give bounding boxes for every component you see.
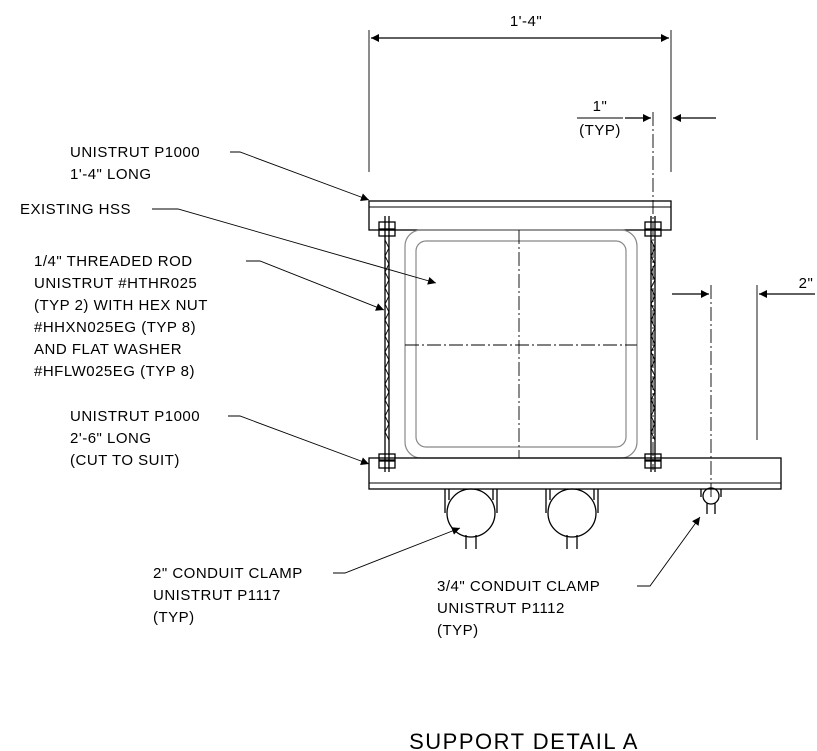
callout-text: (TYP) <box>437 622 479 639</box>
callout-top-strut: UNISTRUT P1000 1'-4" LONG <box>70 144 370 201</box>
leader-line <box>637 516 701 587</box>
hex-nut <box>378 221 396 230</box>
callout-text: UNISTRUT P1000 <box>70 144 200 161</box>
clamp-offset-label: 2" <box>799 275 814 292</box>
detail-title: SUPPORT DETAIL A <box>409 729 639 751</box>
leader-line <box>152 208 437 285</box>
rod-offset-label: 1" <box>593 98 608 115</box>
callout-text: UNISTRUT P1112 <box>437 600 565 617</box>
callout-hss: EXISTING HSS <box>20 201 437 285</box>
callout-text: 2" CONDUIT CLAMP <box>153 565 303 582</box>
leader-line <box>228 415 370 465</box>
callout-text: #HFLW025EG (TYP 8) <box>34 363 195 380</box>
hex-nut <box>644 453 662 461</box>
callout-text: (TYP) <box>153 609 195 626</box>
callout-text: (CUT TO SUIT) <box>70 452 180 469</box>
bottom-strut <box>368 457 782 490</box>
threaded-rod-right <box>644 216 662 472</box>
callout-text: UNISTRUT #HTHR025 <box>34 275 197 292</box>
callout-threaded-rod: 1/4" THREADED ROD UNISTRUT #HTHR025 (TYP… <box>34 253 385 380</box>
hex-nut <box>644 221 662 230</box>
callout-text: UNISTRUT P1117 <box>153 587 281 604</box>
hex-nut <box>378 453 396 461</box>
callout-text: (TYP 2) WITH HEX NUT <box>34 297 208 314</box>
existing-hss <box>404 229 638 459</box>
rod-offset-dimension: 1" (TYP) <box>577 98 716 470</box>
hex-nut <box>378 460 396 469</box>
overall-width-dimension: 1'-4" <box>368 13 672 172</box>
leader-line <box>246 260 385 311</box>
callout-text: AND FLAT WASHER <box>34 341 182 358</box>
conduit-clamp-3-4in <box>700 487 722 514</box>
callout-text: EXISTING HSS <box>20 201 131 218</box>
overall-width-label: 1'-4" <box>510 13 542 30</box>
rod-offset-typ-label: (TYP) <box>579 122 621 139</box>
conduit-clamp-2in-right <box>545 488 599 549</box>
callout-bottom-strut: UNISTRUT P1000 2'-6" LONG (CUT TO SUIT) <box>70 408 370 469</box>
callout-clamp-2in: 2" CONDUIT CLAMP UNISTRUT P1117 (TYP) <box>153 527 461 626</box>
threaded-rod-left <box>378 216 396 472</box>
callout-text: 2'-6" LONG <box>70 430 152 447</box>
conduit-clamp-2in-left <box>444 488 498 549</box>
callout-clamp-3-4in: 3/4" CONDUIT CLAMP UNISTRUT P1112 (TYP) <box>437 516 701 639</box>
leader-line <box>230 151 370 201</box>
leader-line <box>333 527 461 574</box>
callout-text: 1'-4" LONG <box>70 166 152 183</box>
callout-text: 3/4" CONDUIT CLAMP <box>437 578 600 595</box>
callout-text: UNISTRUT P1000 <box>70 408 200 425</box>
callout-text: #HHXN025EG (TYP 8) <box>34 319 196 336</box>
hex-nut <box>378 229 396 237</box>
top-strut <box>368 200 672 231</box>
hex-nut <box>644 460 662 469</box>
callout-text: 1/4" THREADED ROD <box>34 253 193 270</box>
clamp-offset-dimension: 2" <box>672 275 815 500</box>
hex-nut <box>644 229 662 237</box>
